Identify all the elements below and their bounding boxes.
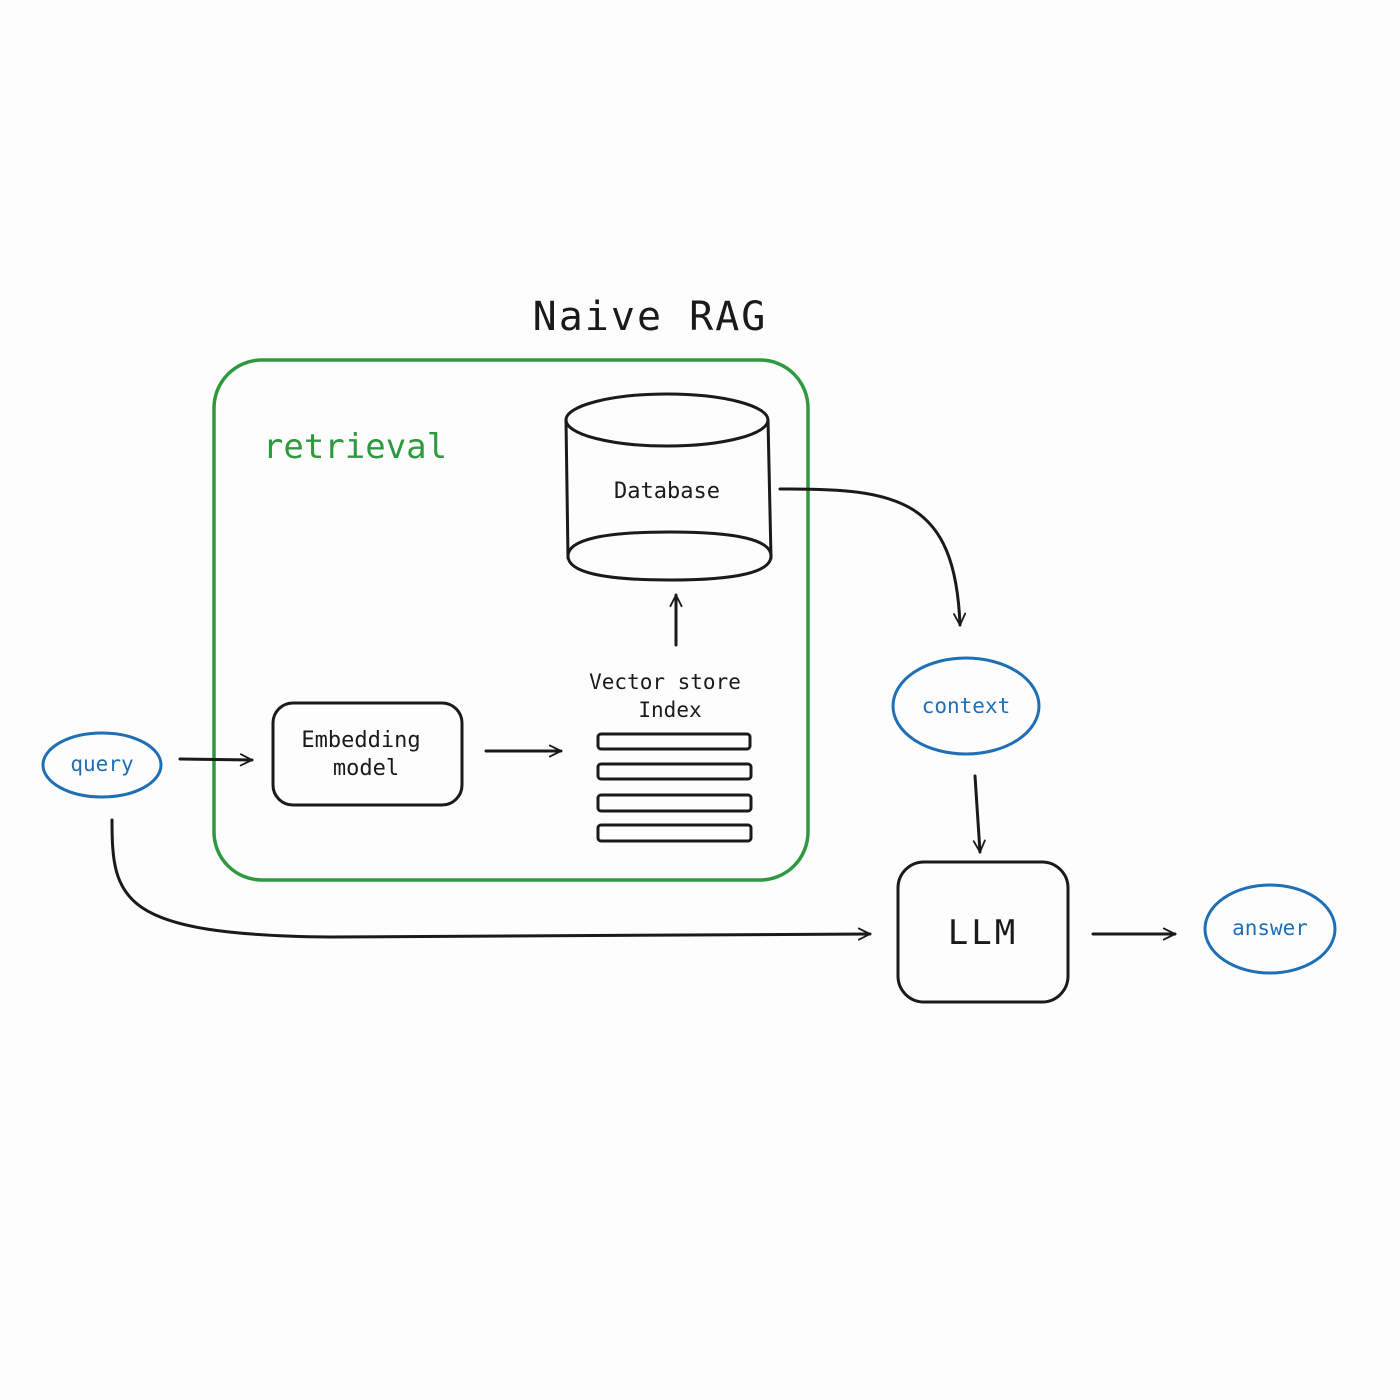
embedding-model-box xyxy=(271,701,464,807)
arrow-context-to-llm xyxy=(972,774,986,854)
query-node: query xyxy=(41,731,163,799)
context-node: context xyxy=(891,656,1041,756)
embedding-model-label-line1: Embedding xyxy=(301,728,420,753)
answer-ellipse xyxy=(1203,883,1337,975)
arrow-query-to-llm xyxy=(110,818,872,941)
context-ellipse xyxy=(891,656,1041,756)
retrieval-group-label: retrieval xyxy=(263,427,447,467)
vector-row xyxy=(596,793,753,813)
vector-row xyxy=(596,762,753,781)
vector-store-label-line1: Vector store xyxy=(589,670,741,694)
llm-box xyxy=(896,860,1070,1004)
diagram-title: Naive RAG xyxy=(533,294,768,340)
llm-node: LLM xyxy=(896,860,1070,1004)
answer-label: answer xyxy=(1232,916,1308,940)
database-label: Database xyxy=(614,479,720,504)
database-node: Database xyxy=(564,392,773,582)
vector-row xyxy=(596,823,753,843)
llm-label: LLM xyxy=(948,913,1018,953)
arrow-database-to-context xyxy=(778,487,967,627)
retrieval-group-box xyxy=(212,358,810,882)
arrow-query-to-embedding xyxy=(178,753,254,767)
vector-row xyxy=(596,732,752,751)
embedding-model-node: Embedding model xyxy=(271,701,464,807)
database-cylinder-body xyxy=(564,418,773,560)
context-label: context xyxy=(922,694,1011,718)
database-cylinder-bottom xyxy=(566,530,773,582)
query-ellipse xyxy=(41,731,163,799)
query-label: query xyxy=(70,752,133,776)
embedding-model-label-line2: model xyxy=(333,756,399,781)
database-cylinder-top xyxy=(564,392,770,448)
vector-store-node: Vector store Index xyxy=(589,670,753,843)
answer-node: answer xyxy=(1203,883,1337,975)
vector-store-label-line2: Index xyxy=(638,698,701,722)
